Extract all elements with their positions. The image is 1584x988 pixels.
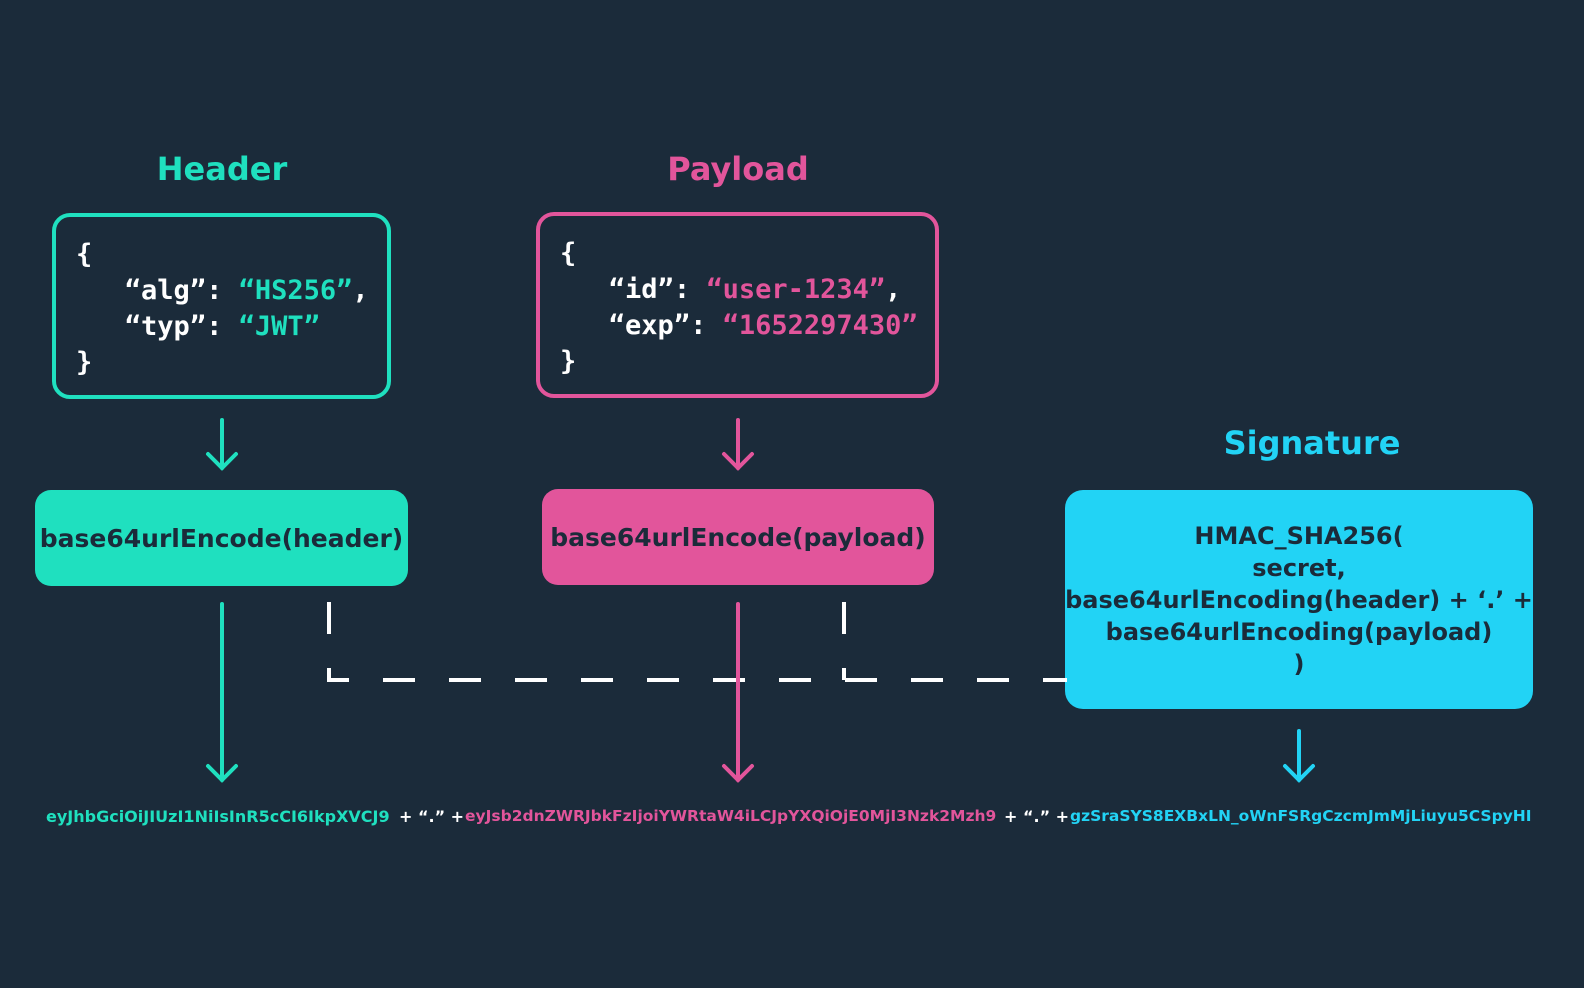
signature-box: HMAC_SHA256( secret, base64urlEncoding(h… xyxy=(1065,490,1533,709)
json-open-brace: { xyxy=(76,239,93,270)
signature-title: Signature xyxy=(1223,424,1401,462)
json-key-id: “id” xyxy=(608,274,674,305)
payload-encode-box: base64urlEncode(payload) xyxy=(542,489,934,585)
json-close-brace: } xyxy=(76,347,93,378)
json-open-brace: { xyxy=(560,238,577,269)
header-encode-box: base64urlEncode(header) xyxy=(35,490,408,586)
signature-line-4: base64urlEncoding(payload) xyxy=(1105,617,1493,646)
payload-json-box: { “id”: “user-1234”, “exp”: “1652297430”… xyxy=(536,212,939,398)
token-separator-2: + “.” + xyxy=(1004,807,1070,826)
json-line-id: “id”: “user-1234”, xyxy=(608,274,902,305)
json-line-exp: “exp”: “1652297430” xyxy=(608,310,918,341)
json-value-exp: “1652297430” xyxy=(722,310,918,341)
token-signature-part: gzSraSYS8EXBxLN_oWnFSRgCzcmJmMjLiuyu5CSp… xyxy=(1070,807,1532,825)
json-close-brace: } xyxy=(560,346,577,377)
token-header-part: eyJhbGciOiJIUzI1NiIsInR5cCI6IkpXVCJ9 xyxy=(46,807,390,826)
payload-down-arrow-icon xyxy=(722,418,754,471)
json-key-exp: “exp” xyxy=(608,310,691,341)
json-key-typ: “typ” xyxy=(124,311,207,342)
json-line-typ: “typ”: “JWT” xyxy=(124,311,320,342)
signature-line-1: HMAC_SHA256( xyxy=(1194,521,1404,550)
header-title: Header xyxy=(156,150,288,188)
header-json-box: { “alg”: “HS256”, “typ”: “JWT” } xyxy=(52,213,391,399)
header-long-arrow-icon xyxy=(206,602,238,783)
json-key-alg: “alg” xyxy=(124,275,207,306)
signature-line-2: secret, xyxy=(1252,553,1346,582)
token-separator-1: + “.” + xyxy=(399,807,465,826)
payload-title: Payload xyxy=(667,150,809,188)
json-value-hs256: “HS256” xyxy=(238,275,353,306)
token-payload-part: eyJsb2dnZWRJbkFzIjoiYWRtaW4iLCJpYXQiOjE0… xyxy=(465,807,997,825)
payload-long-arrow-icon xyxy=(722,602,754,783)
json-value-jwt: “JWT” xyxy=(238,311,320,342)
json-line-alg: “alg”: “HS256”, xyxy=(124,275,369,306)
signature-down-arrow-icon xyxy=(1283,729,1315,783)
header-down-arrow-icon xyxy=(206,418,238,471)
signature-line-3: base64urlEncoding(header) + ‘.’ + xyxy=(1065,585,1533,614)
header-dashed-connector xyxy=(327,602,1067,682)
signature-line-5: ) xyxy=(1293,649,1305,678)
json-value-user: “user-1234” xyxy=(706,274,886,305)
